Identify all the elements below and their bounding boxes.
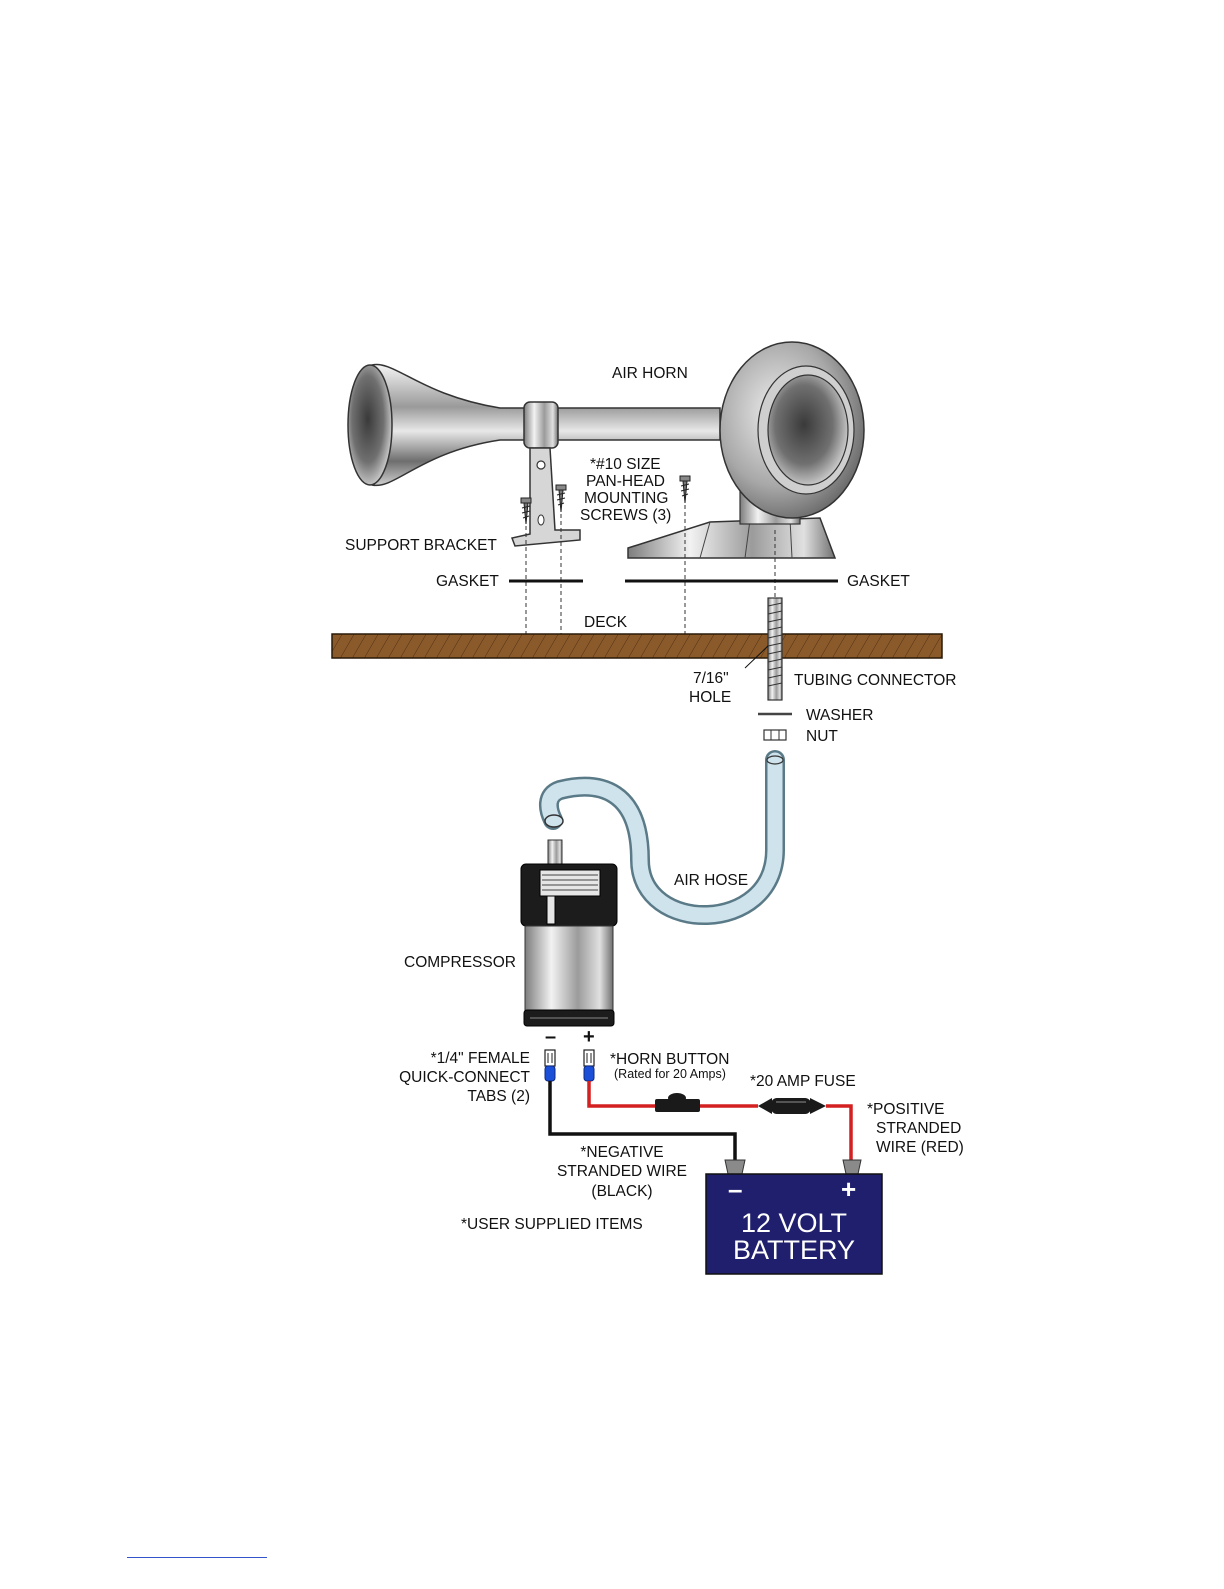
label-air-horn: AIR HORN [612,365,688,382]
label-user-supplied: *USER SUPPLIED ITEMS [461,1216,643,1233]
label-horn-button-rating: (Rated for 20 Amps) [614,1067,726,1081]
deck [331,633,943,659]
mounting-screw-2 [555,484,567,513]
negative-wire [548,1081,737,1160]
label-negative-wire-line-3: (BLACK) [591,1183,652,1200]
label-battery-line-1: 12 VOLT [741,1208,847,1238]
label-fuse: *20 AMP FUSE [750,1073,856,1090]
quick-connect-tab-negative [544,1049,556,1082]
label-deck: DECK [584,614,628,631]
positive-wire-to-button [587,1081,655,1108]
quick-connect-tab-positive [583,1049,595,1082]
horn-button [655,1093,700,1112]
label-screws-line-1: *#10 SIZE [590,456,661,473]
label-horn-button: *HORN BUTTON [610,1051,729,1068]
label-nut: NUT [806,728,838,745]
label-quick-connect-line-3: TABS (2) [467,1088,530,1105]
footer-rule [127,1557,267,1558]
label-battery-plus: + [841,1174,856,1204]
label-negative-wire-line-1: *NEGATIVE [580,1144,663,1161]
label-positive-wire-line-2: STRANDED [876,1120,961,1137]
label-quick-connect-line-2: QUICK-CONNECT [399,1069,530,1086]
label-screws-line-4: SCREWS (3) [580,507,671,524]
label-compressor-plus: + [583,1026,595,1048]
hole-leader [744,645,769,669]
mounting-screw-1 [520,497,532,525]
tubing-connector [767,597,783,701]
label-negative-wire-line-2: STRANDED WIRE [557,1163,687,1180]
label-positive-wire-line-1: *POSITIVE [867,1101,945,1118]
label-screws-line-2: PAN-HEAD [586,473,665,490]
nut [763,729,787,741]
label-hole-line-2: HOLE [689,689,731,706]
label-air-hose: AIR HOSE [674,872,748,889]
alignment-guides [525,505,776,634]
label-washer: WASHER [806,707,873,724]
label-gasket-right: GASKET [847,573,910,590]
label-compressor: COMPRESSOR [404,954,516,971]
positive-wire-to-battery [826,1104,853,1160]
support-bracket [510,447,581,547]
label-compressor-minus: – [545,1026,556,1048]
label-positive-wire-line-3: WIRE (RED) [876,1139,964,1156]
label-quick-connect-line-1: *1/4" FEMALE [431,1050,530,1067]
label-battery-line-2: BATTERY [733,1235,855,1265]
fuse [758,1098,826,1114]
label-gasket-left: GASKET [436,573,499,590]
label-support-bracket: SUPPORT BRACKET [345,537,497,554]
battery [705,1159,883,1275]
air-hose [539,750,785,925]
label-screws-line-3: MOUNTING [584,490,668,507]
label-hole-line-1: 7/16" [693,670,729,687]
label-battery-minus: – [728,1174,742,1204]
compressor [520,839,618,1027]
mounting-screw-3 [679,475,691,504]
label-tubing-connector: TUBING CONNECTOR [794,672,956,689]
air-horn [347,341,865,559]
